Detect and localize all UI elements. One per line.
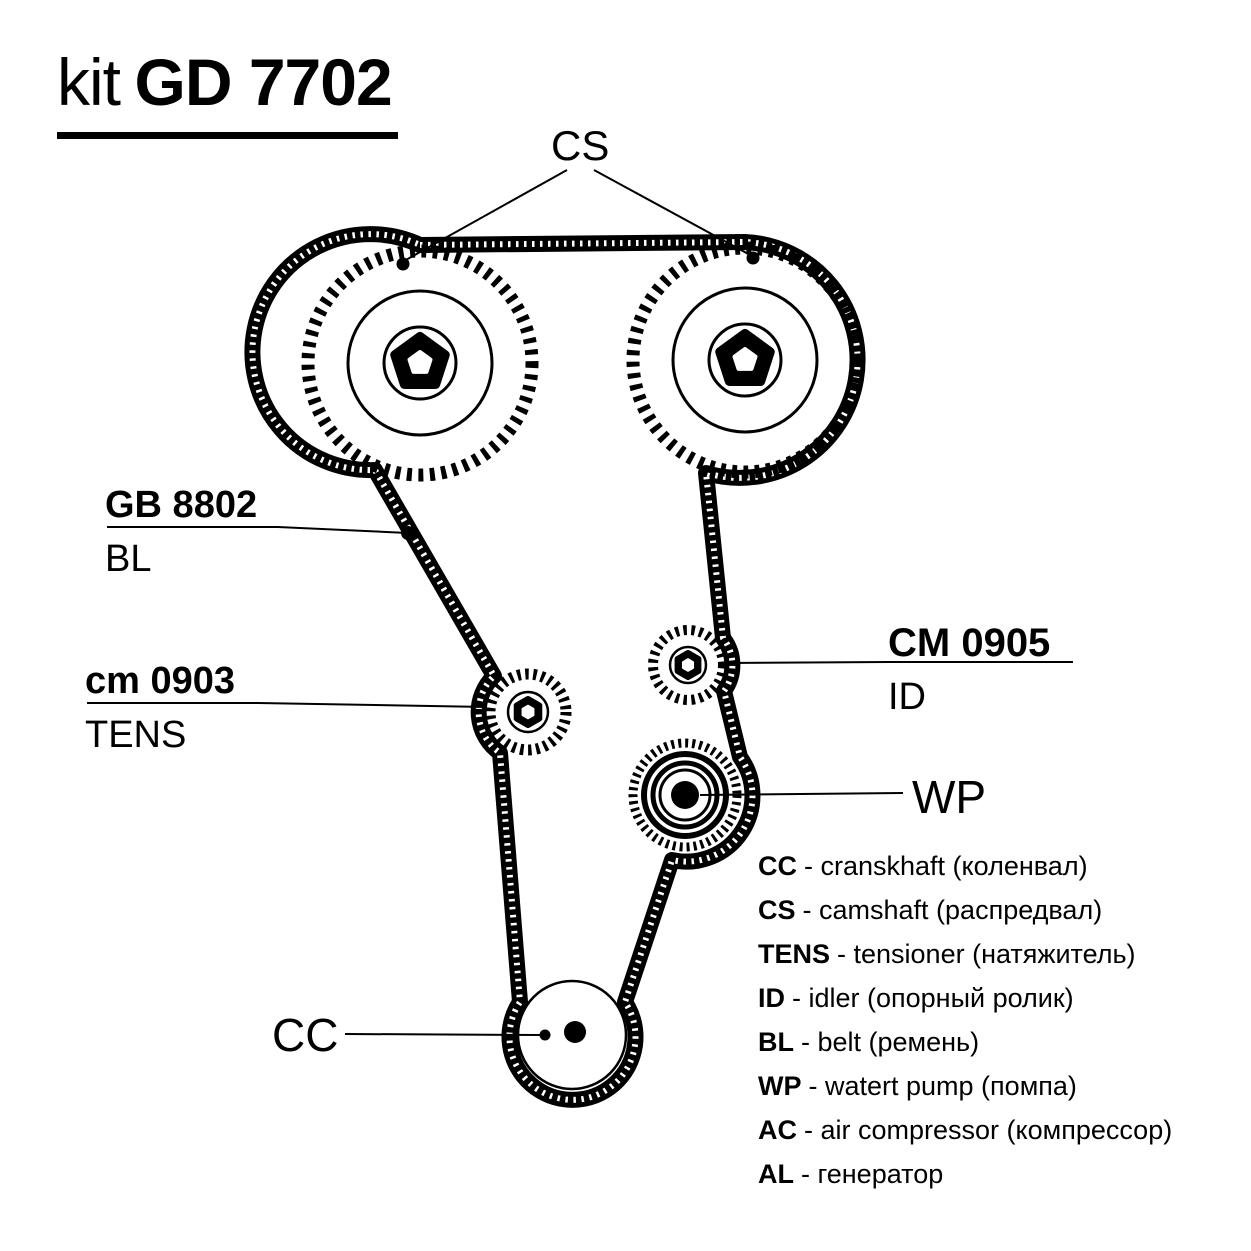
legend-abbr: TENS [758,939,831,969]
tensioner-leader [87,702,488,708]
legend: CC- cranskhaft (коленвал) CS- camshaft (… [758,853,1172,1205]
legend-abbr: ID [758,983,785,1013]
belt-leader [107,526,409,534]
pulley-hub [382,325,458,401]
timing-belt [244,226,866,1108]
tensioner-pulley [484,668,572,756]
pulley-rim [346,289,494,437]
tensioner-abbr: TENS [85,713,187,756]
legend-item-tens: TENS- tensioner (натяжитель) [758,941,1172,968]
tensioner-teeth-ring [484,668,572,756]
idler-pulley [648,625,728,705]
tensioner-hub [506,690,550,734]
cs-leader-left [403,169,568,262]
crankshaft-mark-dot [539,1029,551,1041]
idler-callout: CM 0905 ID [888,622,1050,718]
camshaft-pulley-right [626,241,864,479]
water-pump-label: WP [912,771,987,823]
tensioner-bolt-hole [521,704,535,720]
legend-text: - cranskhaft (коленвал) [804,851,1088,881]
belt-part-code: GB 8802 [105,484,258,526]
pulley-hub [707,322,783,398]
belt-abbr: BL [105,537,152,580]
belt-leader-dot [401,526,415,540]
water-pump-center [671,781,699,809]
legend-abbr: AL [758,1159,794,1189]
cs-leader-right [593,169,753,257]
legend-abbr: BL [758,1027,794,1057]
legend-abbr: WP [758,1071,802,1101]
idler-hub [668,645,708,685]
title-prefix: kit [57,45,121,119]
pulley-teeth-ring [626,241,864,479]
legend-abbr: AC [758,1115,797,1145]
idler-teeth-ring [648,625,728,705]
legend-text: - air compressor (компрессор) [804,1115,1173,1145]
tensioner-callout: cm 0903 TENS [85,660,236,756]
legend-text: - tensioner (натяжитель) [837,939,1136,969]
hub-bolt-hole [732,347,758,371]
water-pump-leader [699,792,904,796]
legend-item-id: ID- idler (опорный ролик) [758,985,1172,1012]
belt-teeth-texture [249,231,861,1103]
belt-callout: GB 8802 BL [105,484,258,580]
pulley-rim [671,286,819,434]
idler-abbr: ID [888,676,926,718]
legend-text: - watert pump (помпа) [808,1071,1077,1101]
legend-item-bl: BL- belt (ремень) [758,1029,1172,1056]
legend-text: - idler (опорный ролик) [792,983,1074,1013]
legend-item-cc: CC- cranskhaft (коленвал) [758,853,1172,880]
legend-abbr: CS [758,895,796,925]
crankshaft-leader [344,1033,541,1036]
idler-part-code: CM 0905 [888,621,1051,665]
pulley-teeth-ring [301,244,539,482]
legend-text: - belt (ремень) [801,1027,980,1057]
leader-lines [87,169,1073,1036]
idler-leader [723,661,1073,664]
crankshaft-pulley [516,979,628,1091]
idler-bolt-hole [681,658,695,672]
crankshaft-center-dot [564,1021,586,1043]
legend-text: - генератор [801,1159,944,1189]
legend-abbr: CC [758,851,797,881]
hub-bolt-hole [407,350,433,374]
crankshaft-label: CC [272,1009,339,1061]
title-code: GD 7702 [134,45,393,119]
camshaft-pulley-left [301,244,539,482]
camshaft-label: CS [551,122,610,169]
legend-item-ac: AC- air compressor (компрессор) [758,1117,1172,1144]
legend-item-wp: WP- watert pump (помпа) [758,1073,1172,1100]
legend-text: - camshaft (распредвал) [802,895,1103,925]
legend-item-al: AL- генератор [758,1161,1172,1188]
tensioner-part-code: cm 0903 [85,660,236,702]
legend-item-cs: CS- camshaft (распредвал) [758,897,1172,924]
